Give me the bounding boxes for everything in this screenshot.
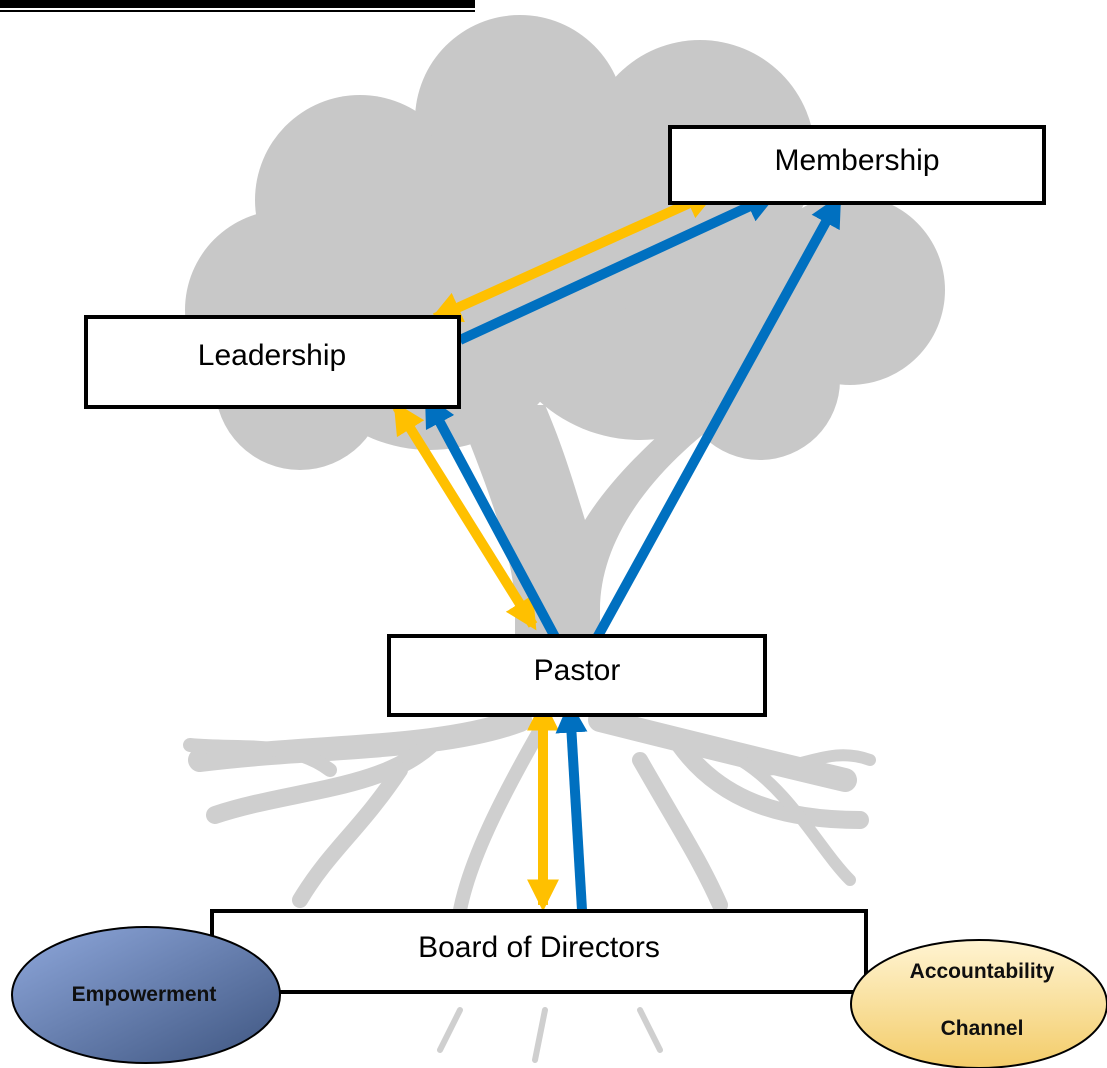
legend-accountability-label-line1: Accountability (910, 960, 1055, 983)
empowerment-arrow-pastor-leadership (392, 401, 538, 631)
node-leadership-label: Leadership (198, 339, 346, 372)
legend-accountability-label-line2: Channel (941, 1017, 1024, 1040)
legend-empowerment-label: Empowerment (72, 983, 217, 1006)
title-fragment (0, 0, 475, 12)
empowerment-arrow-leadership-membership (429, 188, 718, 323)
accountability-arrow-pastor-leadership (423, 394, 575, 668)
node-pastor-label: Pastor (534, 654, 621, 687)
accountability-arrow-leadership-membership (457, 191, 778, 345)
node-membership: Membership (668, 125, 1046, 205)
node-board-of-directors: Board of Directors (210, 909, 868, 994)
node-pastor: Pastor (387, 634, 767, 717)
accountability-arrow-pastor-membership (577, 194, 843, 668)
accountability-arrow-board-pastor (555, 700, 588, 911)
legend-empowerment: Empowerment (11, 926, 281, 1064)
tree-roots-illustration (183, 708, 876, 1063)
node-board-label: Board of Directors (418, 931, 660, 964)
node-membership-label: Membership (774, 144, 939, 177)
legend-accountability-channel: Accountability Channel (850, 939, 1107, 1068)
node-leadership: Leadership (84, 315, 461, 409)
